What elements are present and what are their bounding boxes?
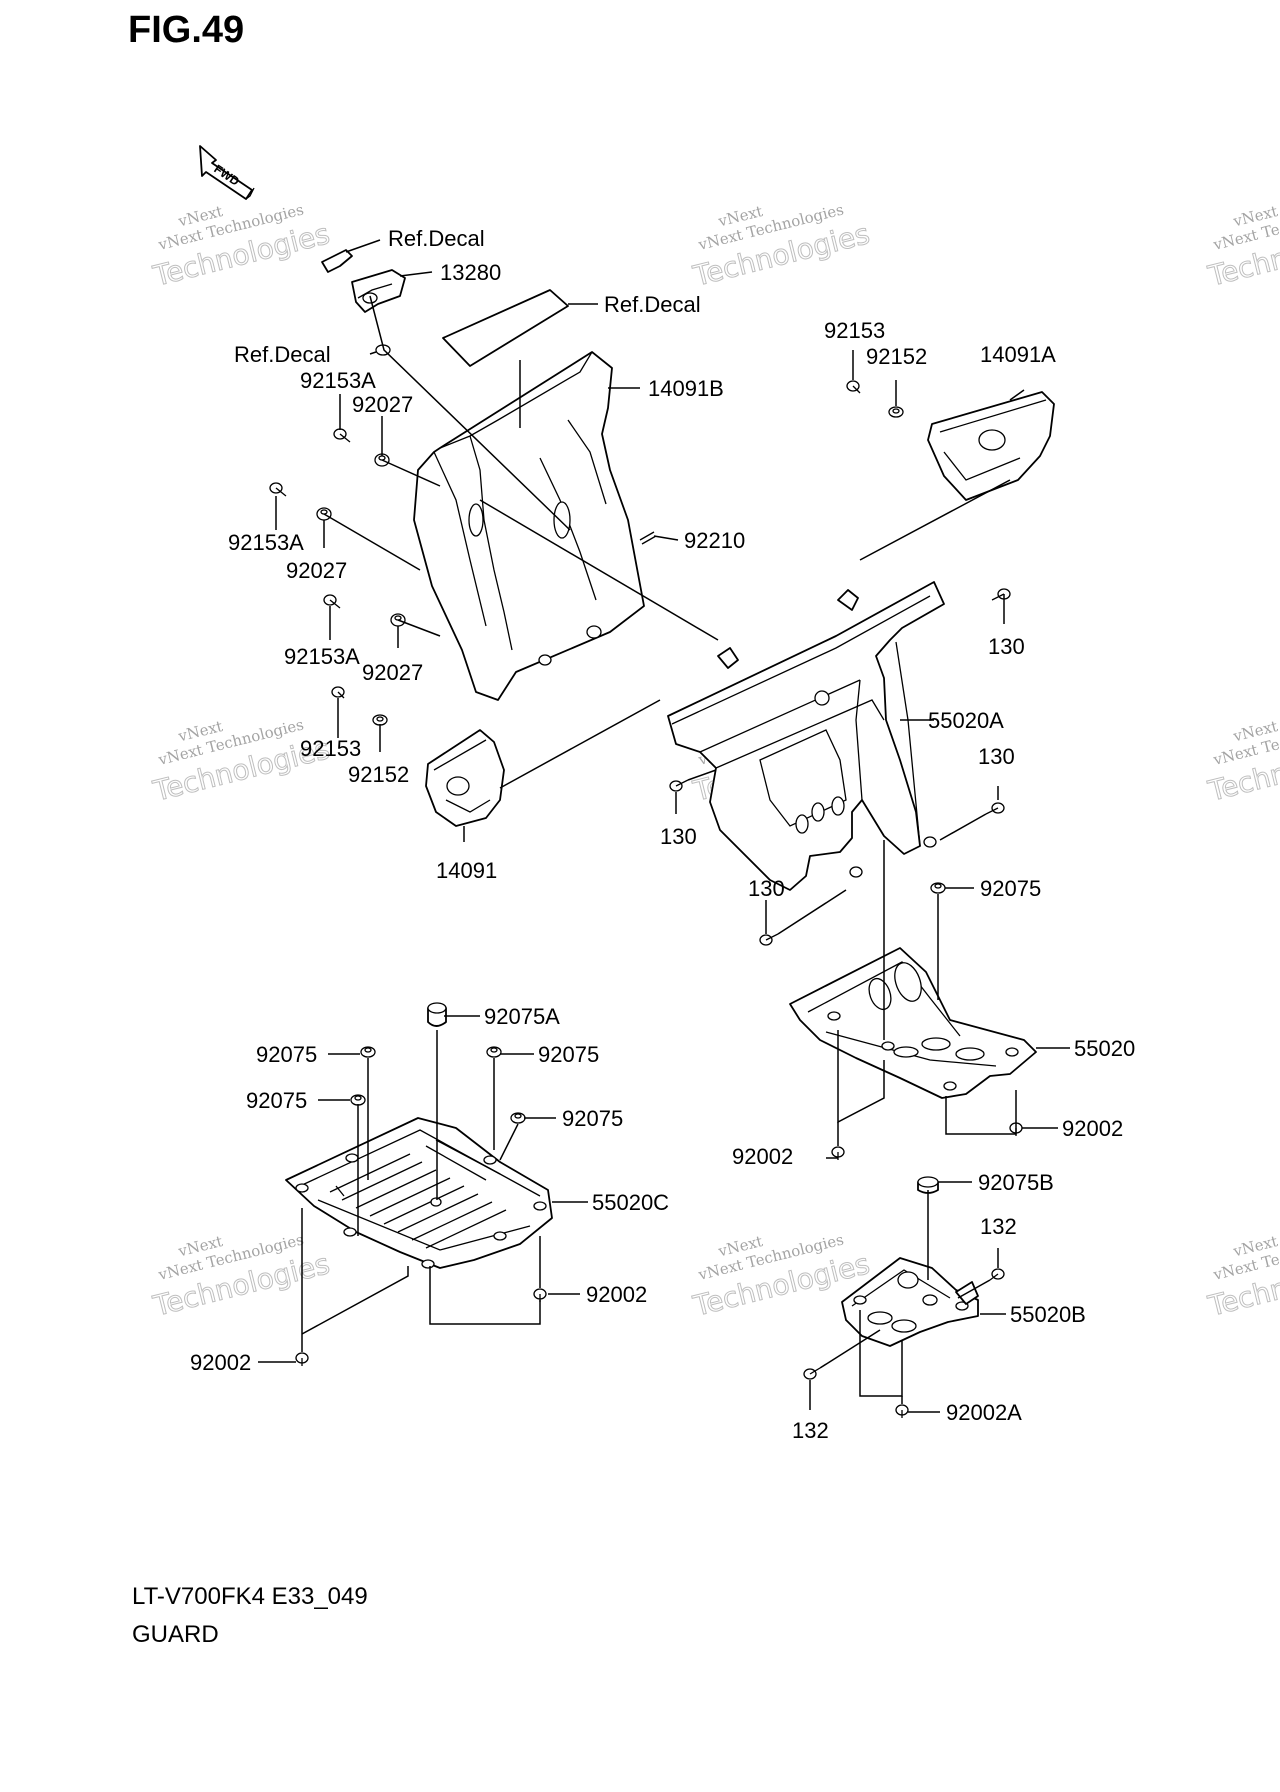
- callout-92153A-2: 92153A: [228, 530, 304, 555]
- callout-ref-decal-2: Ref.Decal: [604, 292, 701, 317]
- bolt-130-1: [991, 588, 1011, 601]
- bolt-92153-lower: [331, 686, 345, 699]
- part-55020A: [667, 581, 945, 891]
- callout-92002-3: 92002: [586, 1282, 647, 1307]
- callout-92075-4: 92075: [562, 1106, 623, 1131]
- section-name: GUARD: [132, 1621, 219, 1648]
- bolt-92002A: [895, 1404, 909, 1418]
- watermark: vNext vNext Technologies Technologies: [149, 1230, 333, 1323]
- rubber-92075-1: [360, 1046, 376, 1058]
- rubber-92075-2: [486, 1046, 502, 1058]
- ref-decal-sheet: [442, 289, 569, 367]
- rubber-92075-right: [930, 882, 946, 894]
- watermark: vNext vNext Technologies Technologies: [1204, 715, 1280, 808]
- bolt-130-4: [759, 933, 779, 946]
- figure-title: FIG.49: [128, 9, 244, 51]
- part-55020: [789, 947, 1037, 1099]
- callout-92210: 92210: [684, 528, 745, 553]
- washer-92152-upper: [888, 406, 904, 418]
- callout-132-2: 132: [792, 1418, 829, 1443]
- bolt-130-3: [669, 779, 689, 792]
- callout-130-3: 130: [660, 824, 697, 849]
- callout-130-2: 130: [978, 744, 1015, 769]
- callout-55020A: 55020A: [928, 708, 1004, 733]
- bolt-92002-4: [295, 1352, 309, 1366]
- rubber-92075-4: [510, 1112, 526, 1124]
- bolt-132-2: [803, 1367, 821, 1380]
- callout-55020C: 55020C: [592, 1190, 669, 1215]
- callout-92002-1: 92002: [732, 1144, 793, 1169]
- part-55020C: [285, 1117, 553, 1269]
- callouts: Ref.Decal 13280 Ref.Decal Ref.Decal 9215…: [190, 226, 1135, 1443]
- callout-55020B: 55020B: [1010, 1302, 1086, 1327]
- part-14091A: [927, 391, 1055, 501]
- rubber-92075A: [427, 1002, 447, 1027]
- callout-92152-lower: 92152: [348, 762, 409, 787]
- callout-14091A: 14091A: [980, 342, 1056, 367]
- callout-92153A-1: 92153A: [300, 368, 376, 393]
- callout-92075A: 92075A: [484, 1004, 560, 1029]
- callout-92075-right: 92075: [980, 876, 1041, 901]
- bolt-92002-3: [533, 1288, 547, 1302]
- rubber-92075B: [917, 1176, 939, 1194]
- callout-92075-2: 92075: [538, 1042, 599, 1067]
- callout-92153A-3: 92153A: [284, 644, 360, 669]
- watermark: vNext vNext Technologies Technologies: [1204, 1230, 1280, 1323]
- callout-92002-2: 92002: [1062, 1116, 1123, 1141]
- callout-92075B: 92075B: [978, 1170, 1054, 1195]
- callout-14091: 14091: [436, 858, 497, 883]
- ref-decal-small: [321, 249, 353, 273]
- bolt-92153-upper: [846, 380, 861, 394]
- watermark: vNext vNext Technologies Technologies: [1204, 200, 1280, 293]
- skid-slots: [329, 1139, 507, 1249]
- callout-14091B: 14091B: [648, 376, 724, 401]
- callout-92075-1: 92075: [256, 1042, 317, 1067]
- callout-92027-1: 92027: [352, 392, 413, 417]
- part-14091B: [413, 351, 645, 701]
- part-14091: [425, 729, 505, 827]
- callout-ref-decal-3: Ref.Decal: [234, 342, 331, 367]
- callout-13280: 13280: [440, 260, 501, 285]
- watermark: vNext vNext Technologies Technologies: [689, 200, 873, 293]
- fwd-arrow-icon: FWD: [199, 145, 255, 200]
- callout-130-1: 130: [988, 634, 1025, 659]
- clip-92210: [639, 531, 657, 545]
- bolt-92002-1: [831, 1146, 845, 1160]
- callout-92152-upper: 92152: [866, 344, 927, 369]
- callout-92002-4: 92002: [190, 1350, 251, 1375]
- callout-92075-3: 92075: [246, 1088, 307, 1113]
- callout-55020: 55020: [1074, 1036, 1135, 1061]
- callout-92002A: 92002A: [946, 1400, 1022, 1425]
- callout-92153-lower: 92153: [300, 736, 361, 761]
- bolt-92153A-2: [269, 482, 287, 497]
- callout-92027-3: 92027: [362, 660, 423, 685]
- washer-92152-lower: [372, 714, 388, 726]
- rubber-92075-3: [350, 1094, 366, 1106]
- model-code: LT-V700FK4 E33_049: [132, 1583, 368, 1610]
- leader-lines: [258, 239, 1070, 1413]
- callout-92027-2: 92027: [286, 558, 347, 583]
- bolt-92153A-1: [333, 428, 351, 443]
- bolt-130-2: [985, 802, 1005, 815]
- callout-ref-decal-1: Ref.Decal: [388, 226, 485, 251]
- callout-132-1: 132: [980, 1214, 1017, 1239]
- callout-130-4: 130: [748, 876, 785, 901]
- bolt-92153A-3: [323, 594, 341, 609]
- bolt-132-1: [989, 1268, 1005, 1281]
- watermark: vNext vNext Technologies Technologies: [149, 200, 333, 293]
- callout-92153-upper: 92153: [824, 318, 885, 343]
- part-13280: [351, 269, 406, 313]
